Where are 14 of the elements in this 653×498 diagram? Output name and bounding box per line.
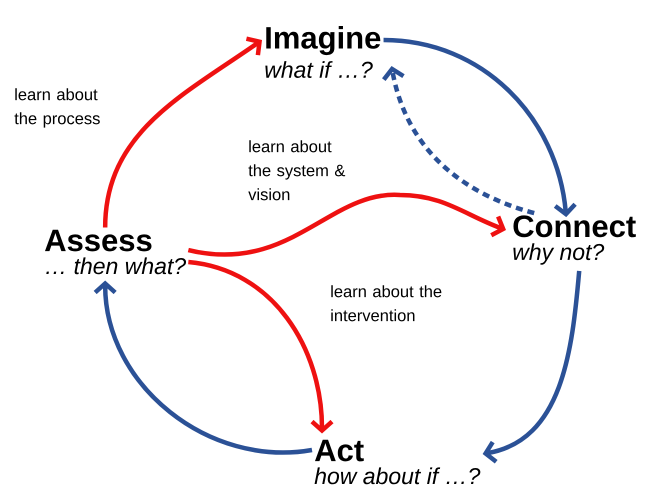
arrow [382, 66, 535, 216]
edge-label: learn about the process [14, 88, 100, 128]
arrow [188, 260, 334, 434]
node-label: Connect why not? [513, 215, 636, 265]
arrow [188, 192, 506, 256]
arrow [102, 36, 262, 228]
node-label: Act how about if …? [314, 440, 480, 484]
arrow [482, 270, 582, 464]
arrow [94, 280, 312, 455]
edge-label: learn about the intervention [331, 285, 442, 322]
arrow [383, 38, 577, 218]
edge-label: learn about the system & vision [248, 140, 346, 200]
node-label: Imagine what if …? [265, 26, 380, 78]
node-label: Assess … then what? [44, 230, 186, 274]
